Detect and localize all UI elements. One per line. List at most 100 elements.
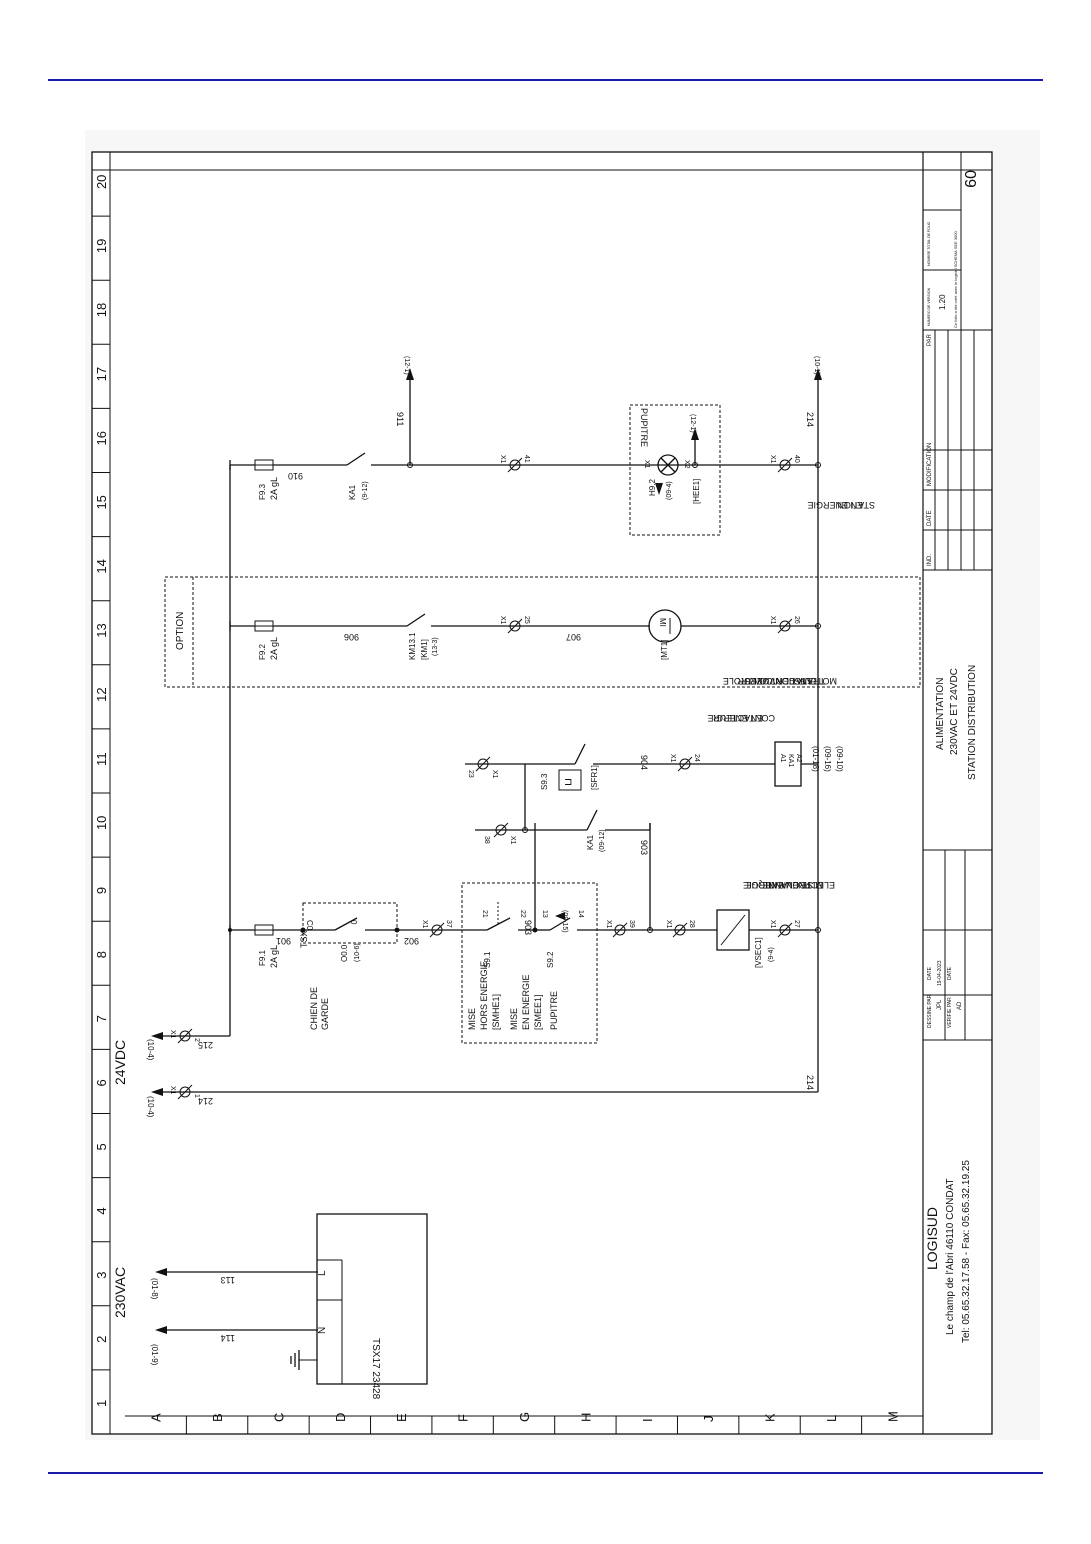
arrow-01-8 xyxy=(155,1268,167,1276)
valve-label-1: ELECTROVANNE xyxy=(762,880,835,890)
terminal-n: N xyxy=(317,1327,328,1334)
motor-label: [MT1] xyxy=(660,640,669,660)
valve-ref2: (9-4) xyxy=(768,947,775,962)
row-label: L xyxy=(824,1415,839,1422)
c14: 14 xyxy=(577,910,584,918)
km13-ref2: (13-3) xyxy=(432,637,439,656)
ka1-contact-ref: (09-12) xyxy=(599,829,606,852)
s91-label: S9.1 xyxy=(483,951,492,968)
station-label-2: EN ENERGIE xyxy=(807,500,863,510)
wire-903-label: 903 xyxy=(523,920,533,935)
lamp-label: H9.2 xyxy=(648,479,657,496)
wire-910-label: 910 xyxy=(288,471,303,481)
column-label: 2 xyxy=(94,1336,109,1343)
motor-desc-1: MOTEUR CONVOYEUR xyxy=(737,676,837,686)
wire-904-label: 904 xyxy=(639,755,649,770)
c21: 21 xyxy=(481,910,488,918)
tsx-box xyxy=(302,902,398,944)
contactor-label-2: EN ENERGIE xyxy=(707,713,763,723)
c13: 13 xyxy=(541,910,548,918)
terminal-24-icon xyxy=(677,756,693,772)
terminal-28-icon xyxy=(672,922,688,938)
x1-37: X1 xyxy=(421,920,428,929)
tsx-label: TSX xyxy=(299,930,309,948)
wire-215-label: 215 xyxy=(198,1040,213,1050)
fuse-f91-rating: 2A gL xyxy=(269,945,279,968)
term-40: 40 xyxy=(793,455,800,463)
station-desk-box xyxy=(629,404,721,536)
sheet-title-1: ALIMENTATION xyxy=(935,678,946,750)
column-label: 9 xyxy=(94,887,109,894)
date-val: 19-04-2023 xyxy=(937,960,943,986)
km13-label: KM13.1 xyxy=(408,632,417,660)
column-label: 6 xyxy=(94,1079,109,1086)
wire-214-label: 214 xyxy=(198,1096,213,1106)
ref-01-9: (01-9) xyxy=(150,1344,159,1366)
row-label: F xyxy=(456,1414,471,1422)
wire-903b-label: 903 xyxy=(639,840,649,855)
c22: 22 xyxy=(519,910,526,918)
ac-supply: 230VAC (01-9) (01-8) 114 113 N L TSX17 2… xyxy=(112,1213,428,1400)
wire-901-label: 901 xyxy=(276,936,291,946)
row-label: H xyxy=(578,1413,593,1422)
lamp-arrow-down xyxy=(655,483,663,495)
motor-desc-3: STATION CONTROLE xyxy=(723,676,813,686)
mise-hors-1: MISE xyxy=(467,1008,477,1030)
row-label: M xyxy=(885,1411,900,1422)
column-label: 19 xyxy=(94,239,109,253)
terminal-27-icon xyxy=(777,922,793,938)
col-date: DATE xyxy=(927,510,933,526)
indicator-lamp-icon xyxy=(657,454,679,476)
fuse-f92-label: F9.2 xyxy=(258,643,267,660)
switch-s92 xyxy=(549,917,571,931)
fuse-f93-rating: 2A gL xyxy=(269,477,279,500)
arrow-214 xyxy=(151,1088,163,1096)
lamp-x2: X2 xyxy=(683,460,690,469)
valve-circuit: 39 X1 28 X1 27 X1 [VSEC1] (9-4) ELECTROV… xyxy=(597,823,835,968)
verifie-par: VERIFIE PAR xyxy=(947,997,953,1028)
bottom-rule xyxy=(48,1472,1043,1474)
ref-01-8: (01-8) xyxy=(150,1278,159,1300)
x1-25: X1 xyxy=(499,616,506,625)
wire-911-label: 911 xyxy=(395,412,405,426)
arrow-911 xyxy=(406,368,414,380)
row-label: A xyxy=(149,1413,164,1422)
plc-block xyxy=(316,1213,428,1385)
s93-label: S9.3 xyxy=(540,773,549,790)
term-25: 25 xyxy=(523,616,530,624)
row-label: I xyxy=(640,1418,655,1422)
column-label: 12 xyxy=(94,687,109,701)
terminal-39-icon xyxy=(612,922,628,938)
row-label: E xyxy=(394,1413,409,1422)
wire-214-bus-label: 214 xyxy=(805,1075,815,1090)
mise-en-1: MISE xyxy=(509,1008,519,1030)
sheet-title-2: 230VAC ET 24VDC xyxy=(949,668,960,755)
column-label: 3 xyxy=(94,1272,109,1279)
column-label: 20 xyxy=(94,175,109,189)
valve-label-2: MISE EN ENERGIE xyxy=(743,880,823,890)
x1-terminal-1: X1 xyxy=(169,1086,176,1095)
lamp-arrow xyxy=(555,912,565,920)
ref-10-4b: (10-4) xyxy=(146,1039,155,1061)
ac-label: 230VAC xyxy=(112,1267,128,1318)
wire-907-label: 907 xyxy=(566,632,581,642)
option-title: OPTION xyxy=(175,612,186,650)
coil-a1: A1 xyxy=(779,754,786,763)
ground-icon xyxy=(290,1350,300,1370)
dc-supply: 24VDC (10-4) (10-4) 214 215 214 X1 X1 1 … xyxy=(112,465,819,1118)
term-27: 27 xyxy=(793,920,800,928)
garde: GARDE xyxy=(320,998,330,1030)
lamp-ref: [HEE1] xyxy=(692,479,701,504)
wire-902-label: 902 xyxy=(404,936,419,946)
s93-ref: [SFR1] xyxy=(590,765,599,790)
folio-count-hdr: NOMBRE TOTAL DE FOLIO xyxy=(927,221,931,266)
column-label: 1 xyxy=(94,1400,109,1407)
wire-214-out-label: 214 xyxy=(805,412,815,427)
mise-hors-ref: [SMHE1] xyxy=(491,994,501,1030)
fuse-f93-label: F9.3 xyxy=(258,483,267,500)
valve-label-3: PNEUMATIQUE xyxy=(746,880,811,890)
term-23: 23 xyxy=(467,770,474,778)
column-label: 14 xyxy=(94,559,109,573)
